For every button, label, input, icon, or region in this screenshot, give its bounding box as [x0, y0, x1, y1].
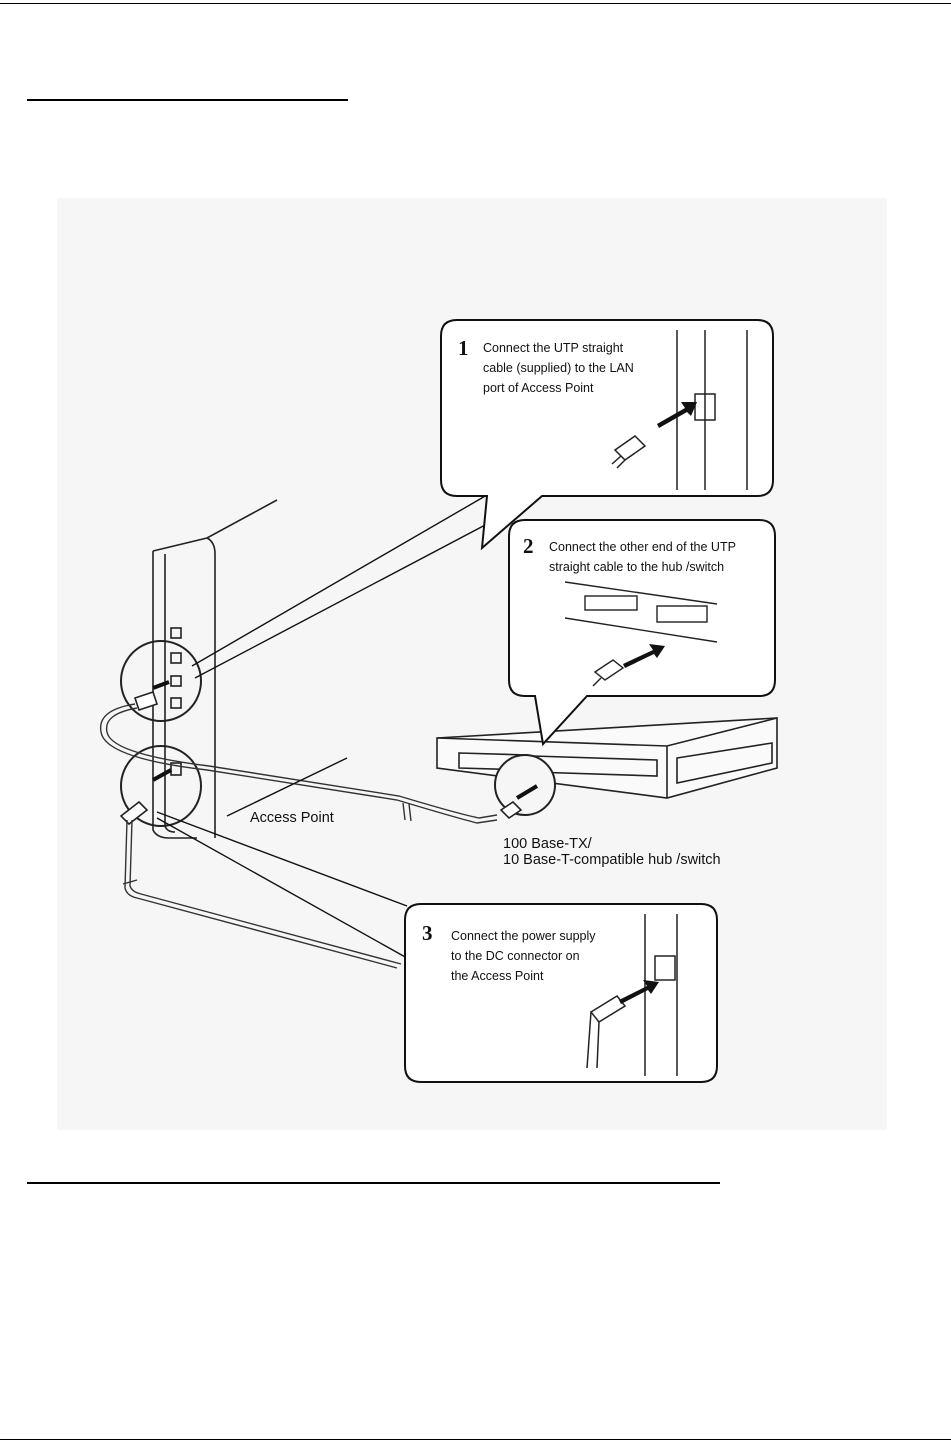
callout-1-line-2: cable (supplied) to the LAN — [483, 361, 634, 375]
callout-3: 3 Connect the power supply to the DC con… — [405, 904, 717, 1082]
callout-1-line-1: Connect the UTP straight — [483, 341, 624, 355]
callout-2-line-2: straight cable to the hub /switch — [549, 560, 724, 574]
hub-label-line-1: 100 Base-TX/ — [503, 836, 593, 852]
access-point-device — [121, 500, 277, 838]
callout-3-number: 3 — [422, 921, 433, 945]
page-top-rule — [0, 3, 951, 4]
access-point-label: Access Point — [250, 810, 334, 826]
callout-1-number: 1 — [458, 336, 469, 360]
callout-3-line-1: Connect the power supply — [451, 929, 596, 943]
connection-diagram-svg: 1 Connect the UTP straight cable (suppli… — [57, 198, 887, 1130]
section-heading-underline — [27, 99, 348, 101]
hub-label-line-2: 10 Base-T-compatible hub /switch — [503, 852, 721, 868]
section-heading-underline-2 — [27, 1182, 720, 1184]
hub-switch-device — [437, 718, 777, 818]
callout-1-line-3: port of Access Point — [483, 381, 594, 395]
callout-2-line-1: Connect the other end of the UTP — [549, 540, 736, 554]
callout-3-line-3: the Access Point — [451, 969, 544, 983]
callout-2-number: 2 — [523, 534, 534, 558]
callout-1: 1 Connect the UTP straight cable (suppli… — [441, 320, 773, 548]
callout-2: 2 Connect the other end of the UTP strai… — [509, 520, 775, 744]
page-bottom-rule — [0, 1439, 951, 1440]
callout-3-line-2: to the DC connector on — [451, 949, 580, 963]
connection-diagram: 1 Connect the UTP straight cable (suppli… — [57, 198, 887, 1130]
